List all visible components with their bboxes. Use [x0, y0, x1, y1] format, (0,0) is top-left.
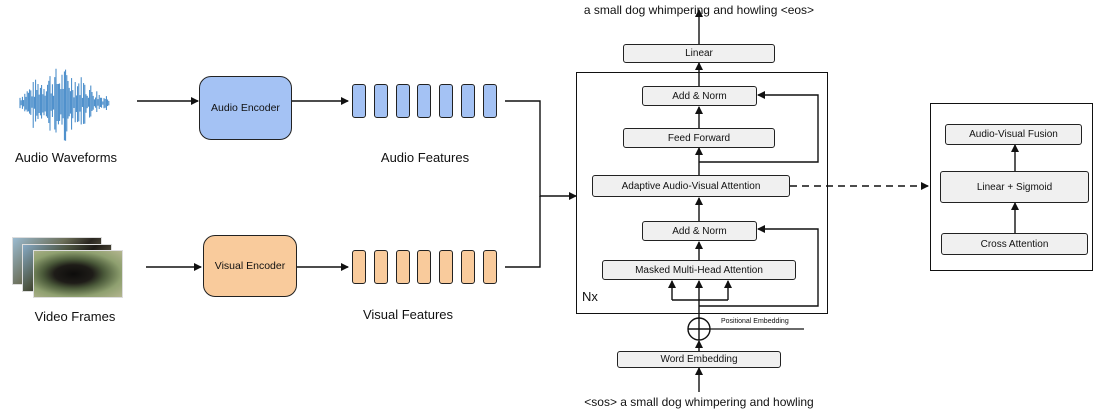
linear-sigmoid-box: Linear + Sigmoid: [940, 171, 1089, 203]
decoder-block-frame: [576, 72, 828, 314]
visual-feature-vector: [482, 250, 497, 284]
visual-features-label: Visual Features: [362, 307, 454, 322]
output-caption: a small dog whimpering and howling <eos>: [583, 3, 815, 17]
visual-feature-vector: [417, 250, 432, 284]
residual-top: [699, 91, 819, 163]
audio-feature-vector: [352, 84, 366, 118]
visual-features-to-decoder-line: [505, 196, 541, 268]
cross-attention-box: Cross Attention: [941, 233, 1088, 255]
visual-feature-vector: [373, 250, 388, 284]
visual-feature-vector: [439, 250, 454, 284]
feed-forward-box: Feed Forward: [623, 128, 775, 148]
audio-feature-vector: [417, 84, 432, 118]
add-norm-top-box: Add & Norm: [642, 86, 757, 106]
linear-box: Linear: [623, 44, 775, 63]
visual-feature-vector: [461, 250, 475, 284]
masked-multihead-attention-box: Masked Multi-Head Attention: [602, 260, 796, 280]
audio-waveforms-label: Audio Waveforms: [14, 150, 118, 165]
audio-feature-vector: [373, 84, 388, 118]
positional-embedding-label: Positional Embedding: [721, 318, 789, 325]
visual-feature-vector: [352, 250, 366, 284]
audio-features-to-decoder-line: [505, 100, 577, 200]
video-frames-label: Video Frames: [34, 309, 116, 324]
video-frame-3: [33, 250, 123, 298]
input-caption: <sos> a small dog whimpering and howling: [584, 395, 814, 409]
residual-bottom: [699, 225, 819, 307]
audio-waveform-graphic: [19, 68, 110, 141]
add-norm-bottom-box: Add & Norm: [642, 221, 757, 241]
audio-encoder-box: Audio Encoder: [199, 76, 292, 140]
audio-feature-vector: [439, 84, 454, 118]
audio-feature-vector: [395, 84, 410, 118]
audio-feature-vector: [461, 84, 475, 118]
audio-visual-fusion-box: Audio-Visual Fusion: [945, 124, 1082, 145]
word-embedding-box: Word Embedding: [617, 351, 781, 368]
nx-label: Nx: [582, 289, 598, 304]
adaptive-av-attention-box: Adaptive Audio-Visual Attention: [592, 175, 790, 197]
audio-feature-vector: [482, 84, 497, 118]
audio-features-label: Audio Features: [380, 150, 470, 165]
fusion-module-frame: [930, 103, 1093, 271]
visual-feature-vector: [395, 250, 410, 284]
visual-encoder-box: Visual Encoder: [203, 235, 297, 297]
